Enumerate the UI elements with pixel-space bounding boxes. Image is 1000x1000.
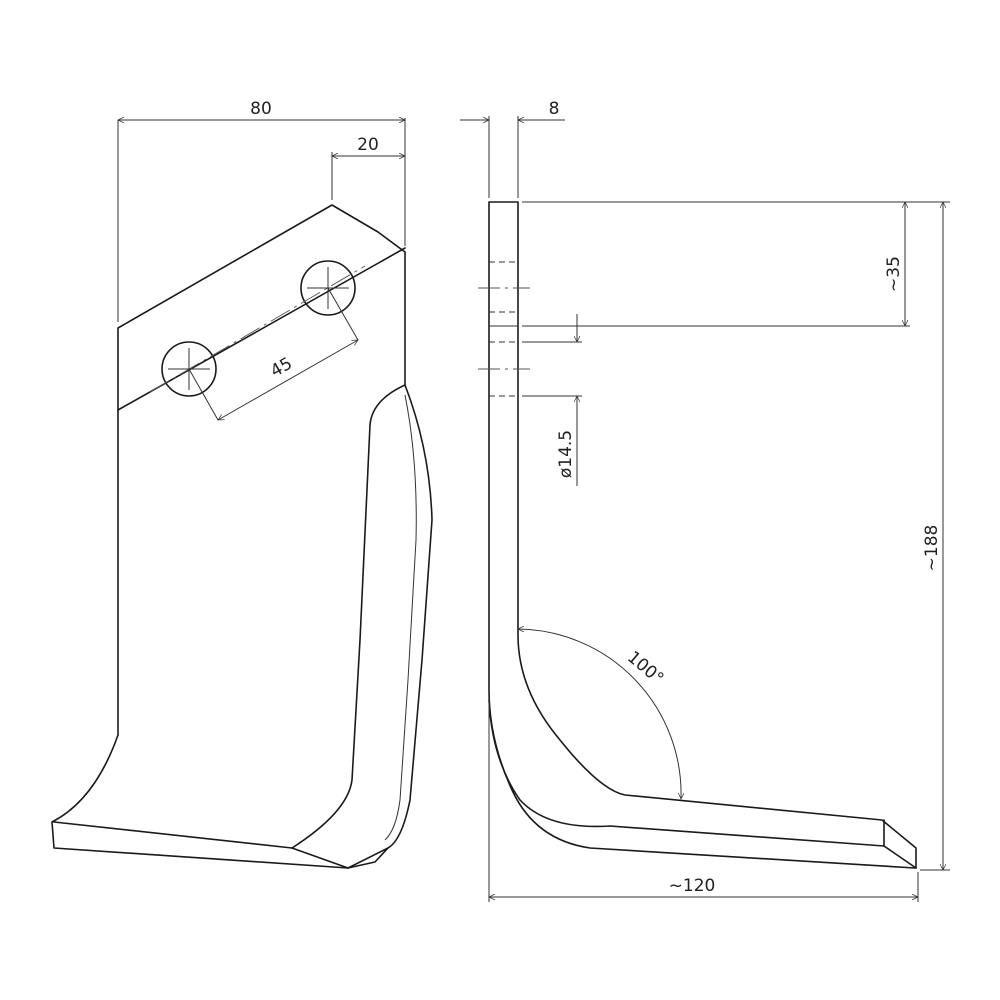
blade-bevel [347, 847, 389, 869]
hole-centerline [149, 265, 366, 393]
mounting-hole-lower [161, 341, 217, 397]
dim-hole-diameter-label: ø14.5 [556, 430, 576, 478]
dim-length-label: ~120 [669, 876, 716, 896]
dim-thickness-label: 8 [549, 99, 560, 119]
cutting-edge-line [53, 821, 293, 849]
side-view: 8 ~35 ø14.5 100° ~188 ~120 [460, 99, 950, 902]
dim-arc-bend-angle [518, 629, 681, 799]
blade-outline [51, 204, 433, 869]
dim-bend-angle-label: 100° [623, 647, 667, 689]
dim-height-label: ~188 [922, 525, 942, 572]
dim-offset-label: 20 [357, 135, 379, 155]
side-profile-outline [488, 201, 917, 869]
dim-width-label: 80 [250, 99, 272, 119]
front-view: 80 20 45 [51, 99, 433, 869]
dim-line-hole-spacing [218, 339, 358, 421]
flange-inner-curve [384, 394, 417, 841]
mounting-hole-upper [300, 260, 356, 316]
side-profile-inner-curve [488, 699, 885, 847]
dim-hole-depth-label: ~35 [884, 256, 904, 292]
blade-inner-edge [291, 384, 406, 849]
blade-tip-line [291, 847, 349, 869]
